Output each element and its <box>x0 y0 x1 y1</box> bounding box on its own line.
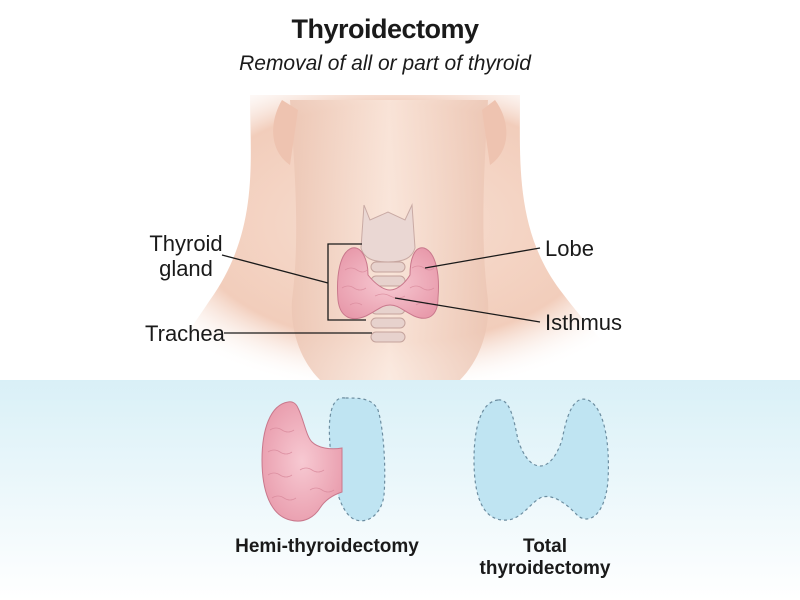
lower-panel-background <box>0 380 800 600</box>
leader-lines <box>221 243 541 334</box>
hemi-thyroidectomy-illustration <box>261 397 386 522</box>
caption-total-line1: Total <box>523 536 567 557</box>
caption-total-thyroidectomy: Total thyroidectomy <box>460 536 630 580</box>
label-thyroid-gland: Thyroid gland <box>148 231 224 281</box>
caption-total-line2: thyroidectomy <box>479 558 611 579</box>
page-title: Thyroidectomy <box>291 14 479 44</box>
gland-texture <box>341 265 435 306</box>
page-subtitle: Removal of all or part of thyroid <box>239 52 531 75</box>
label-thyroid-gland-line2: gland <box>159 256 213 281</box>
trachea-illustration <box>360 203 416 343</box>
label-lobe: Lobe <box>545 236 594 261</box>
label-thyroid-gland-line1: Thyroid <box>149 231 223 256</box>
caption-hemi-thyroidectomy: Hemi-thyroidectomy <box>235 536 419 557</box>
total-thyroidectomy-illustration <box>473 398 609 521</box>
label-trachea: Trachea <box>145 321 225 346</box>
label-isthmus: Isthmus <box>545 310 623 335</box>
